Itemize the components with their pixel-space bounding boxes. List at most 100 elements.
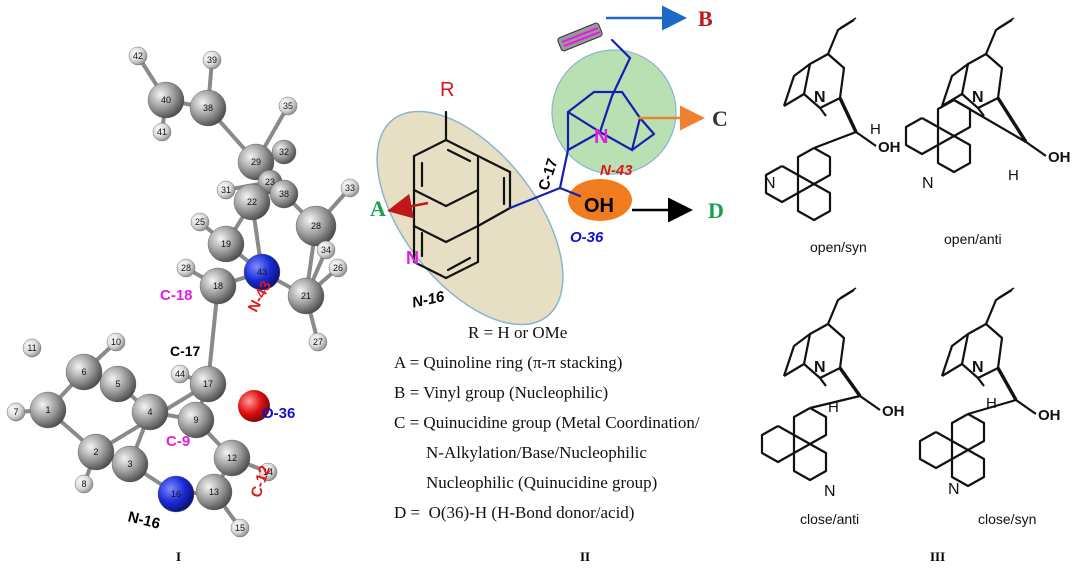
- atom: 34: [316, 240, 336, 260]
- bond: [838, 367, 862, 397]
- atom-number: 25: [195, 217, 205, 227]
- atom: 18: [199, 267, 237, 305]
- legend: R = H or OMe A = Quinoline ring (π-π sta…: [394, 323, 700, 522]
- atom-number: 26: [333, 263, 343, 273]
- arrow-label-a: A: [370, 196, 386, 221]
- hydrogen: H: [986, 395, 997, 412]
- atom: 41: [152, 122, 172, 142]
- atom-number: 9: [193, 415, 198, 425]
- atom: 13: [195, 473, 233, 511]
- bond: [940, 333, 969, 377]
- bond: [1025, 141, 1047, 157]
- hydrogen: H: [828, 399, 839, 416]
- atom-number: 39: [207, 55, 217, 65]
- label-c17: C-17: [535, 156, 561, 192]
- hydrogen: H: [870, 121, 881, 138]
- bond: [936, 99, 972, 138]
- hydroxyl: OH: [878, 139, 901, 156]
- atom-number: 1: [45, 405, 50, 415]
- linker-bonds: [508, 38, 656, 210]
- hydroxyl-label: OH: [584, 195, 614, 217]
- atom: 3: [111, 445, 149, 483]
- label-o36: O-36: [262, 405, 295, 422]
- atom: 31: [216, 180, 236, 200]
- legend-line-r: R = H or OMe: [468, 323, 567, 342]
- bond: [855, 131, 877, 147]
- bond: [838, 97, 858, 133]
- label-c17: C-17: [170, 343, 201, 359]
- atom-number: 33: [345, 183, 355, 193]
- atom: 38: [269, 179, 299, 209]
- bond: [967, 398, 1017, 416]
- bond: [839, 287, 857, 299]
- atom: 21: [287, 277, 325, 315]
- vinyl-highlight: [557, 22, 603, 52]
- atom-number: 2: [93, 447, 98, 457]
- atom: 8: [74, 474, 94, 494]
- atom-number: 38: [279, 189, 289, 199]
- atom-number: 3: [127, 459, 132, 469]
- caption-open-syn: open/syn: [810, 239, 867, 255]
- atom-number: 17: [203, 379, 213, 389]
- atom-number: 13: [209, 487, 219, 497]
- quinoline-nitrogen: N: [922, 175, 934, 192]
- label-c18: C-18: [160, 287, 193, 304]
- bond: [961, 363, 979, 379]
- atom: 9: [177, 401, 215, 439]
- legend-line-a: A = Quinoline ring (π-π stacking): [394, 353, 622, 372]
- bond: [764, 165, 800, 204]
- atom: 10: [106, 332, 126, 352]
- bond: [803, 363, 821, 379]
- bond: [796, 147, 832, 186]
- atom: 28: [176, 258, 196, 278]
- atom: 43: [243, 253, 281, 291]
- atom-number: 15: [235, 523, 245, 533]
- atom-number: 38: [203, 103, 213, 113]
- atom: 17: [189, 365, 227, 403]
- label-c12: C-12: [248, 464, 274, 500]
- r-group: R: [440, 79, 454, 101]
- atom: 38: [189, 89, 227, 127]
- bond: [813, 130, 857, 150]
- atom: 42: [128, 46, 148, 66]
- atom: 14: [258, 462, 278, 482]
- quinoline-nitrogen: N: [406, 248, 419, 268]
- quinuclidine-nitrogen: N: [594, 126, 608, 148]
- bond: [796, 183, 832, 222]
- atom: 1: [29, 391, 67, 429]
- bond: [984, 289, 1013, 325]
- atom-number: 4: [147, 407, 152, 417]
- bond: [760, 425, 796, 464]
- panel-2-annotated-structure: R N N N-43 C-17 OH O-36 N-16 B C A D R =…: [370, 5, 728, 564]
- bond: [839, 17, 857, 29]
- atom-number: 8: [81, 479, 86, 489]
- hydroxyl-highlight: [568, 179, 632, 221]
- bond: [996, 367, 1018, 401]
- atom-number: 28: [311, 221, 321, 231]
- atom-number: 40: [161, 95, 171, 105]
- bond: [984, 19, 1013, 55]
- atom-number: 22: [247, 197, 257, 207]
- bond: [997, 17, 1015, 29]
- bond: [809, 394, 861, 410]
- legend-line-c2: N-Alkylation/Base/Nucleophilic: [426, 443, 647, 462]
- label-o36: O-36: [570, 229, 604, 246]
- atom-number: 43: [257, 267, 267, 277]
- bond: [977, 377, 985, 387]
- quinuclidine-highlight: [551, 49, 677, 175]
- bond: [826, 289, 855, 325]
- atom-number: 11: [27, 343, 36, 353]
- label-c9: C-9: [166, 433, 190, 450]
- bond: [782, 63, 811, 107]
- label-n16: N-16: [411, 288, 447, 312]
- atom-number: 23: [265, 177, 275, 187]
- atom: 26: [328, 258, 348, 278]
- quinuclidine-nitrogen: N: [814, 89, 826, 106]
- atom: 15: [230, 518, 250, 538]
- atom: 40: [147, 81, 185, 119]
- bond: [940, 63, 969, 107]
